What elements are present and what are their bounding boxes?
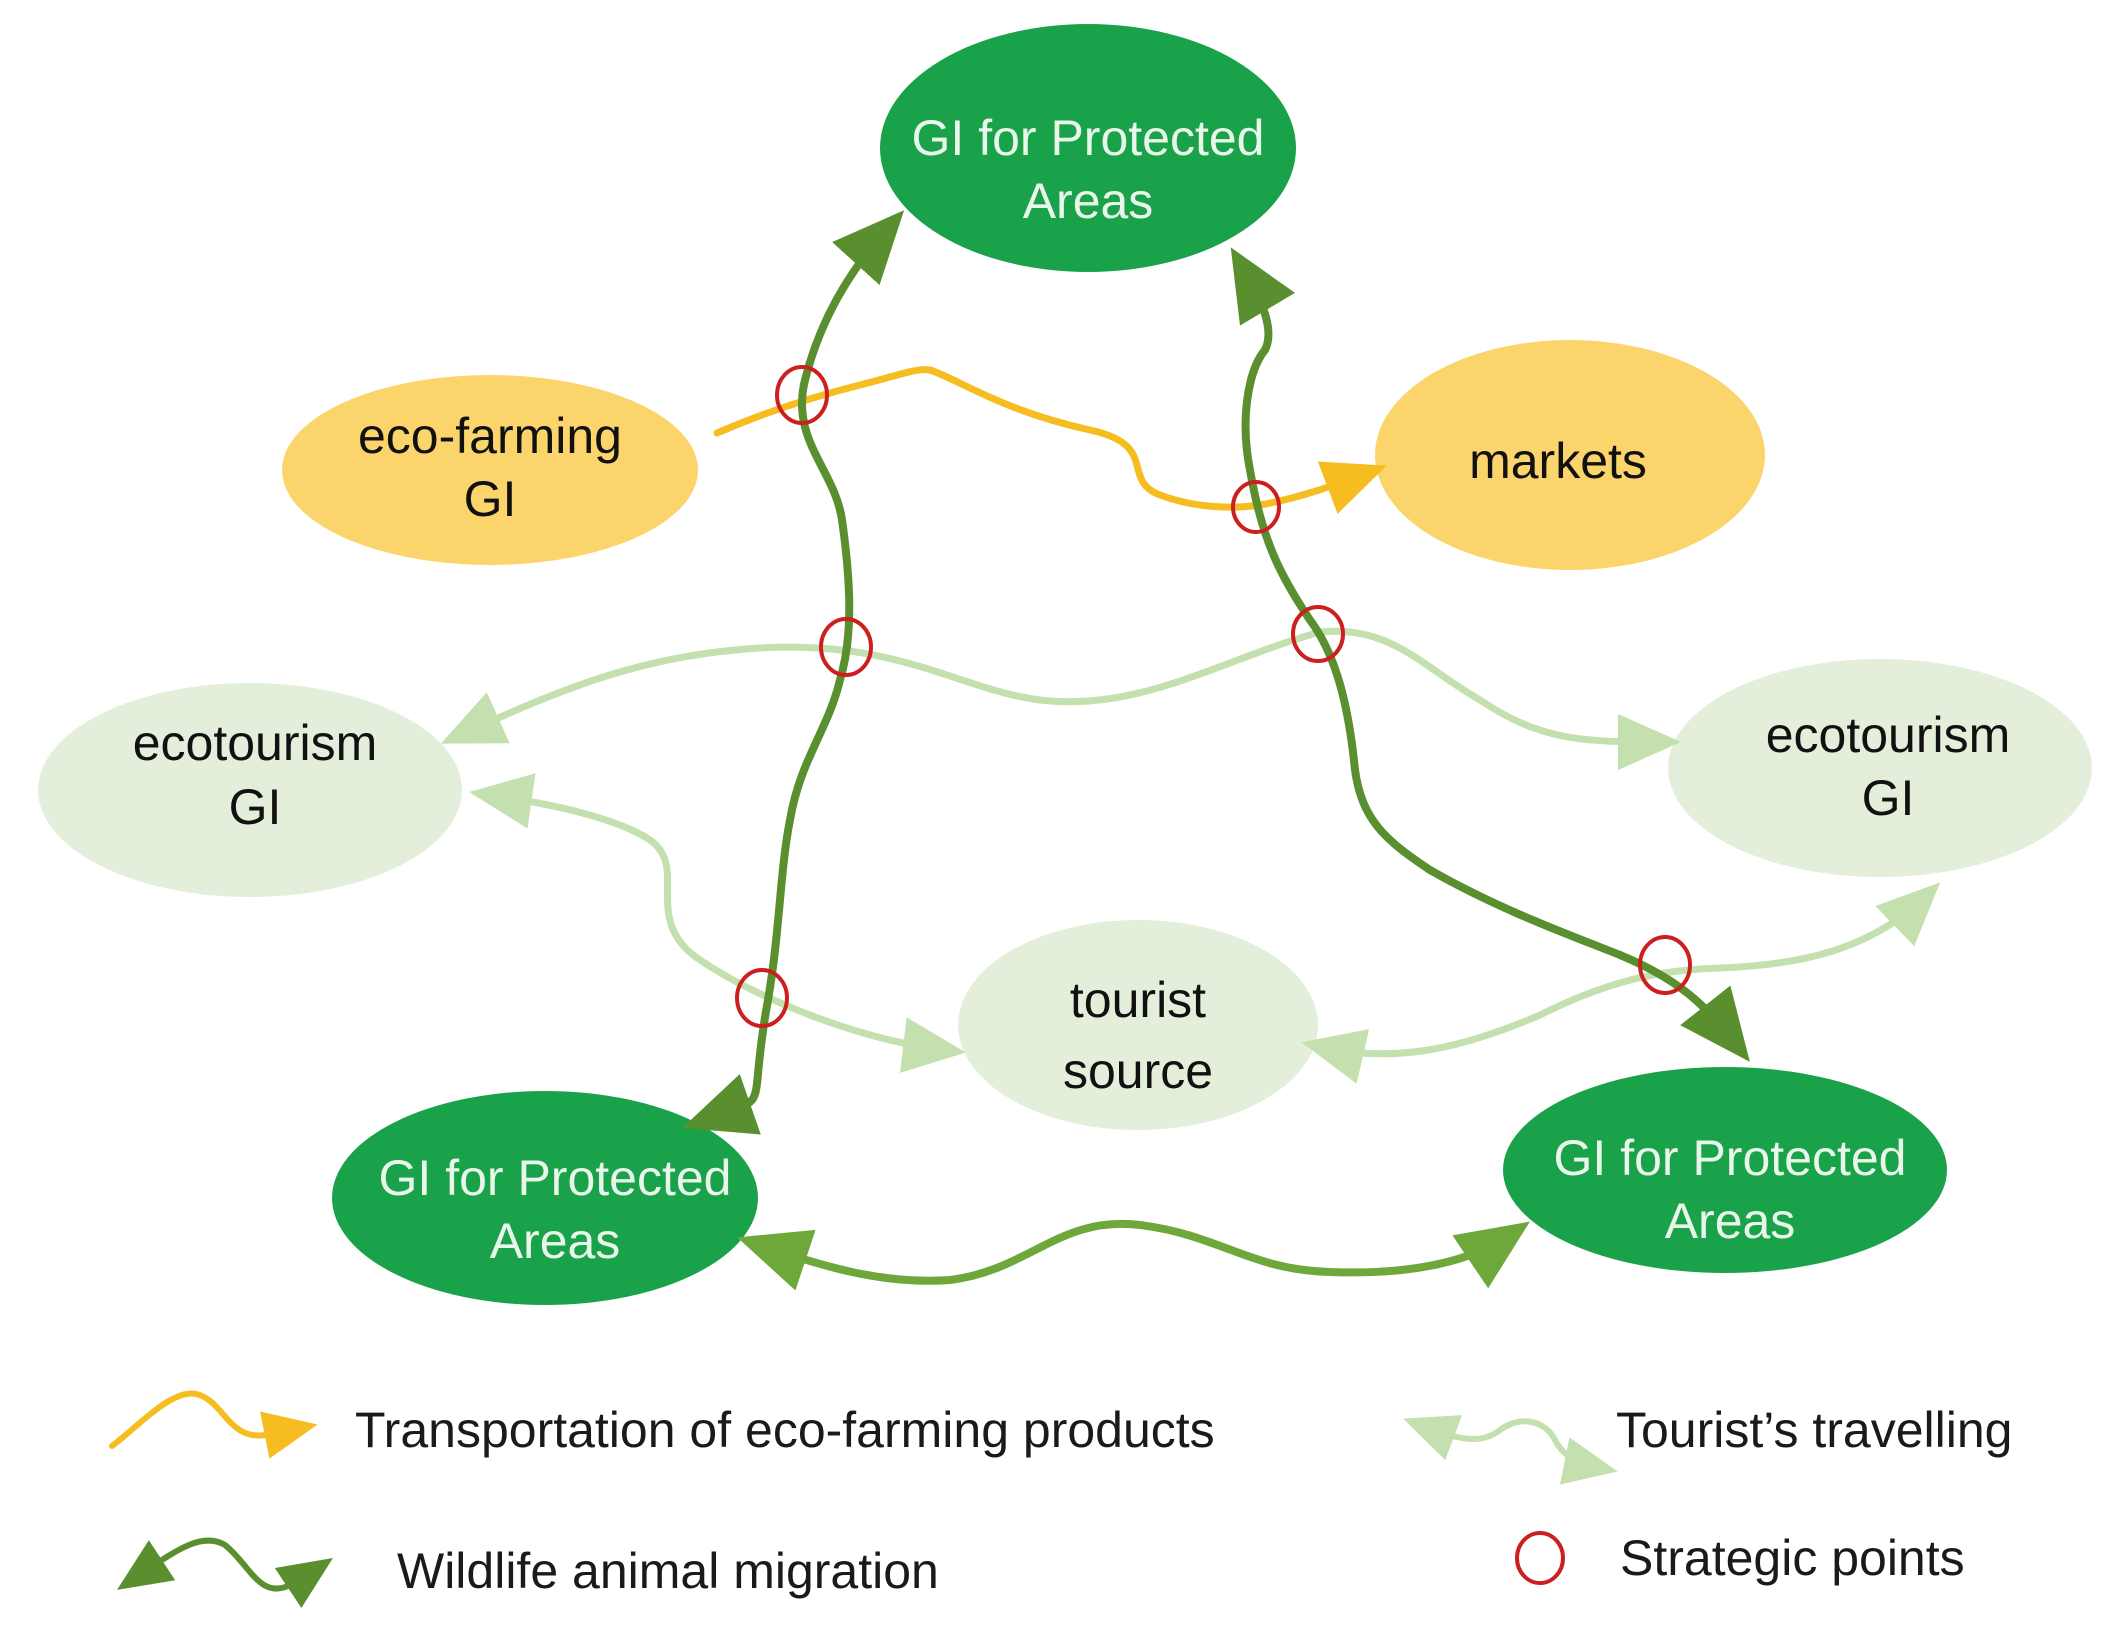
strategic-point [1231,480,1281,534]
migration-route [682,210,905,1135]
node-protected-top: GI for Protected Areas [880,24,1296,272]
node-label: ecotourism [1766,707,2011,763]
legend-strategic-label: Strategic points [1620,1530,1965,1586]
legend-tourist-label: Tourist’s travelling [1616,1402,2012,1458]
eco-farming-ellipse [282,375,698,565]
node-label: Areas [490,1213,621,1269]
strategic-point [1291,605,1345,663]
node-markets: markets [1375,340,1765,570]
node-label: eco-farming [358,408,622,464]
node-protected-bottom-right: GI for Protected Areas [1503,1067,1947,1273]
strategic-point [735,968,789,1028]
legend-strategic-swatch [1515,1531,1565,1585]
legend-transport-label: Transportation of eco-farming products [355,1402,1215,1458]
migration-route [737,1219,1530,1291]
tourist-route [440,627,1681,770]
node-label: GI for Protected [379,1150,732,1206]
strategic-points [735,365,1692,1028]
protected-area-ellipse [880,24,1296,272]
node-label: ecotourism [133,715,378,771]
tourist-route [1301,882,1941,1084]
tourist-route [469,773,966,1073]
node-label: GI for Protected [912,110,1265,166]
legend-transport-swatch [109,1390,318,1459]
node-label: markets [1469,433,1647,489]
node-tourist-source: tourist source [958,920,1318,1130]
ecotourism-ellipse [38,683,462,897]
legend-migration-label: Wildlife animal migration [397,1543,939,1599]
legend-strategic: Strategic points [1515,1530,1965,1586]
strategic-point [819,617,873,677]
node-ecotourism-right: ecotourism GI [1668,659,2092,877]
node-label: GI for Protected [1554,1130,1907,1186]
legend: Transportation of eco-farming products W… [109,1390,2012,1608]
node-label: Areas [1023,173,1154,229]
migration-routes [682,210,1750,1291]
node-label: source [1063,1043,1213,1099]
strategic-point [775,365,829,425]
node-ecotourism-left: ecotourism GI [38,683,462,897]
node-label: GI [229,779,282,835]
ecotourism-ellipse [1668,659,2092,877]
protected-area-ellipse [1503,1067,1947,1273]
node-eco-farming: eco-farming GI [282,375,698,565]
node-label: tourist [1070,972,1206,1028]
protected-area-ellipse [332,1091,758,1305]
legend-tourist-swatch [1403,1415,1618,1485]
legend-migration: Wildlife animal migration [116,1537,939,1608]
migration-route [1230,247,1750,1062]
legend-transport: Transportation of eco-farming products [109,1390,1215,1459]
legend-tourist: Tourist’s travelling [1403,1402,2012,1485]
node-label: GI [464,471,517,527]
node-label: GI [1862,770,1915,826]
node-label: Areas [1665,1193,1796,1249]
tourist-source-ellipse [958,920,1318,1130]
legend-migration-swatch [116,1537,333,1608]
node-protected-bottom-left: GI for Protected Areas [332,1091,758,1305]
strategic-point [1638,935,1692,995]
